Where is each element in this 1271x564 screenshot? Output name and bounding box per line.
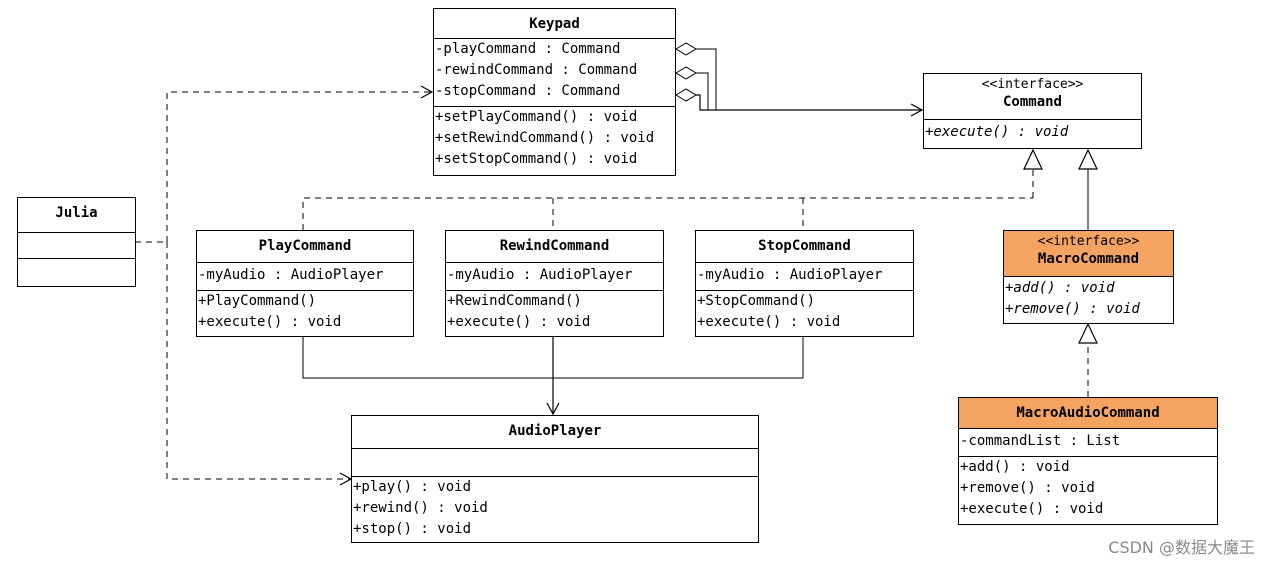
operation: +add() : void [960, 459, 1070, 475]
class-julia: Julia [17, 197, 136, 287]
operation: +execute() : void [447, 314, 591, 330]
operation: +setPlayCommand() : void [435, 109, 638, 125]
audioplayer-association-connector [302, 336, 804, 416]
operation: +stop() : void [353, 521, 472, 537]
class-play-command: PlayCommand -myAudio : AudioPlayer +Play… [196, 230, 414, 337]
operations: +add() : void +remove() : void [1004, 277, 1173, 320]
operation: +execute() : void [960, 501, 1104, 517]
attributes: -myAudio : AudioPlayer [446, 263, 663, 291]
class-name: MacroAudioCommand [959, 398, 1217, 429]
attribute: -myAudio : AudioPlayer [198, 267, 384, 283]
class-audio-player: AudioPlayer +play() : void +rewind() : v… [351, 415, 759, 543]
operation: +remove() : void [1005, 301, 1140, 317]
attributes [18, 233, 135, 259]
class-name: RewindCommand [446, 231, 663, 263]
attributes: -myAudio : AudioPlayer [197, 263, 413, 291]
attribute: -rewindCommand : Command [435, 62, 638, 78]
attributes: -playCommand : Command -rewindCommand : … [434, 39, 675, 107]
attribute: -commandList : List [960, 433, 1121, 449]
operation: +StopCommand() [697, 293, 816, 309]
operations: +setPlayCommand() : void +setRewindComma… [434, 107, 675, 170]
class-name: Command [1002, 94, 1062, 110]
class-name: StopCommand [696, 231, 913, 263]
class-macro-audio-command: MacroAudioCommand -commandList : List +a… [958, 397, 1218, 525]
class-name: AudioPlayer [352, 416, 758, 449]
operations: +add() : void +remove() : void +execute(… [959, 457, 1217, 520]
operation: +setStopCommand() : void [435, 151, 638, 167]
operation: +PlayCommand() [198, 293, 317, 309]
operation: +execute() : void [198, 314, 342, 330]
command-realization-connector [302, 148, 1043, 230]
class-stop-command: StopCommand -myAudio : AudioPlayer +Stop… [695, 230, 914, 337]
operation: +add() : void [1005, 280, 1115, 296]
operation: +execute() : void [697, 314, 841, 330]
stereotype: <<interface>> [1037, 234, 1140, 249]
class-name: Julia [18, 198, 135, 233]
attribute: -myAudio : AudioPlayer [447, 267, 633, 283]
operation: +RewindCommand() [447, 293, 582, 309]
operations [18, 259, 135, 286]
attribute: -myAudio : AudioPlayer [697, 267, 883, 283]
julia-dependency-connector [135, 85, 434, 486]
operations: +PlayCommand() +execute() : void [197, 291, 413, 333]
attributes: -myAudio : AudioPlayer [696, 263, 913, 291]
class-name: PlayCommand [197, 231, 413, 263]
operation: +play() : void [353, 479, 472, 495]
class-header: <<interface>> MacroCommand [1004, 231, 1173, 277]
class-name: Keypad [434, 9, 675, 39]
watermark-text: CSDN @数据大魔王 [1108, 538, 1255, 557]
operation: +rewind() : void [353, 500, 488, 516]
operations: +StopCommand() +execute() : void [696, 291, 913, 333]
operation: +setRewindCommand() : void [435, 130, 655, 146]
stereotype: <<interface>> [981, 77, 1084, 92]
class-name: MacroCommand [1037, 251, 1140, 267]
class-header: <<interface>> Command [924, 74, 1141, 120]
operation: +execute() : void [925, 124, 1069, 140]
class-keypad: Keypad -playCommand : Command -rewindCom… [433, 8, 676, 176]
operations: +play() : void +rewind() : void +stop() … [352, 477, 758, 540]
class-rewind-command: RewindCommand -myAudio : AudioPlayer +Re… [445, 230, 664, 337]
class-command: <<interface>> Command +execute() : void [923, 73, 1142, 149]
operation: +remove() : void [960, 480, 1095, 496]
attributes: -commandList : List [959, 429, 1217, 457]
attribute: -stopCommand : Command [435, 83, 621, 99]
attributes [352, 449, 758, 477]
operations: +RewindCommand() +execute() : void [446, 291, 663, 333]
operations: +execute() : void [924, 120, 1141, 143]
keypad-aggregation-connector [675, 42, 924, 117]
attribute: -playCommand : Command [435, 41, 621, 57]
class-macro-command: <<interface>> MacroCommand +add() : void… [1003, 230, 1174, 324]
